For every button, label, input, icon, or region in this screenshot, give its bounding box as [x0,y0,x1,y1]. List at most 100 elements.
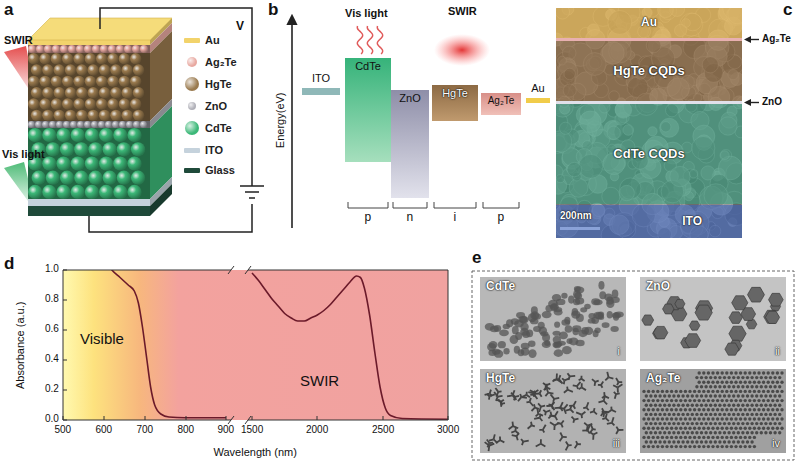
particle [725,436,728,439]
particle [670,445,673,448]
particle [654,404,657,407]
particle [552,402,555,405]
tick [186,416,187,420]
particle [557,422,561,424]
particle [776,399,779,402]
particle [723,431,726,434]
particle [530,402,534,406]
particle [780,427,783,430]
particle [593,312,603,319]
particle [780,408,783,411]
particle [575,444,578,448]
particle [741,404,744,407]
particle [737,431,740,434]
nanocrystal [127,185,141,199]
device-stack [4,8,264,232]
particle [730,399,733,402]
particle [711,408,714,411]
panel-number: iii [613,437,620,450]
particle [773,431,776,434]
tem-ground [640,369,786,453]
particle [732,385,735,388]
tem-image: HgTeiii [480,369,626,453]
particle [737,376,740,379]
particle [593,300,602,306]
particle [540,394,542,397]
particle [609,377,614,378]
particle [672,413,675,416]
particle [734,381,737,384]
particle [780,417,783,420]
particle [495,388,498,392]
particle [485,323,495,331]
panel-number: ii [775,345,780,358]
particle [663,431,666,434]
particle [649,440,652,443]
particle [711,399,714,402]
particle [686,440,689,443]
particle [748,436,751,439]
particle [562,346,572,354]
particle [734,408,737,411]
particle [702,399,705,402]
particle [647,399,650,402]
particle [771,408,774,411]
particle [681,431,684,434]
particle [642,399,645,402]
tick-label: 600 [96,424,113,436]
layer-name: Au [531,82,544,95]
layer-name: ITO [312,72,330,85]
nanocrystal [65,64,76,75]
tem-image: CdTei [480,277,626,361]
particle [714,422,717,425]
particle [721,427,724,430]
particle [543,425,546,430]
layer-name: CdTe [355,60,381,73]
particle [661,445,664,448]
nanocrystal [122,110,133,121]
particle [642,417,645,420]
energy-axis [291,16,293,228]
tick [145,416,146,420]
particle [732,431,735,434]
energy-band: Ag₂Te [481,93,521,115]
particle [691,413,694,416]
particle [510,335,519,344]
nanocrystal [99,128,113,142]
particle [709,440,712,443]
particle [677,422,680,425]
particle [695,413,698,416]
particle [746,394,749,397]
particle [658,422,661,425]
tick [104,416,105,420]
layer-name: ITO [682,215,702,229]
particle [579,388,582,390]
particle [679,445,682,448]
particle [579,379,582,380]
particle [588,425,590,430]
particle [645,404,648,407]
particle [700,385,703,388]
particle [489,442,493,444]
particle [714,394,717,397]
particle [554,407,560,409]
particle [661,390,664,393]
particle [760,394,763,397]
particle [730,445,733,448]
nanocrystal [65,87,76,98]
particle [750,404,753,407]
particle [564,390,568,393]
particle [604,411,608,413]
particle [750,385,753,388]
particle [746,413,749,416]
particle [503,348,509,354]
particle [554,349,563,357]
particle [686,404,689,407]
tem-image: Ag₂Teiv [640,369,786,453]
tick-label: 500 [55,424,72,436]
particle [778,385,781,388]
particle [747,287,764,302]
particle [512,326,519,334]
particle [565,325,573,333]
particle [723,394,726,397]
